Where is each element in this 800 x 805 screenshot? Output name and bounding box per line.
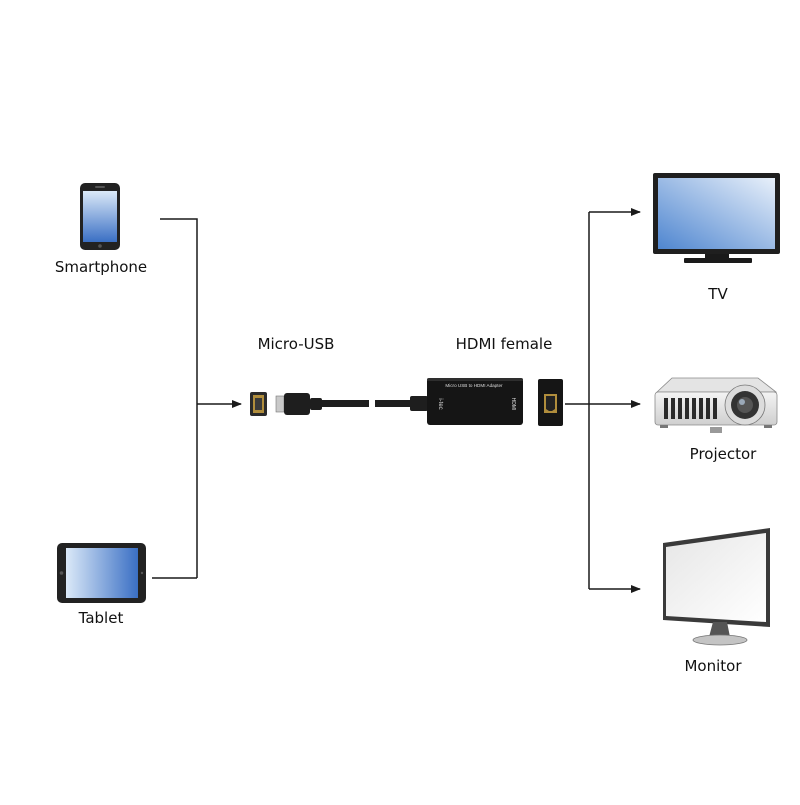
tablet-label: Tablet (78, 609, 124, 627)
micro-usb-label: Micro-USB (257, 335, 335, 353)
smartphone-icon (80, 183, 120, 250)
projector-label: Projector (689, 445, 757, 463)
monitor-label: Monitor (684, 657, 742, 675)
hdmi-port-icon (538, 379, 563, 426)
adapter-brand: i-tec (437, 398, 443, 409)
projector-icon (654, 377, 778, 433)
monitor-icon (663, 528, 770, 646)
adapter-text: Micro USB to HDMI Adapter (445, 383, 503, 388)
adapter-port-text: HDMI (510, 398, 516, 411)
adapter-icon: Micro USB to HDMI Adapter i-tec HDMI (427, 378, 523, 425)
smartphone-label: Smartphone (54, 258, 148, 276)
tv-label: TV (708, 285, 728, 303)
smartphone-link-line (160, 218, 198, 578)
tv-icon (653, 173, 780, 263)
hdmi-female-label: HDMI female (455, 335, 553, 353)
tablet-icon (57, 543, 146, 603)
connection-lines (152, 208, 641, 593)
micro-usb-connector-icon (250, 392, 428, 416)
